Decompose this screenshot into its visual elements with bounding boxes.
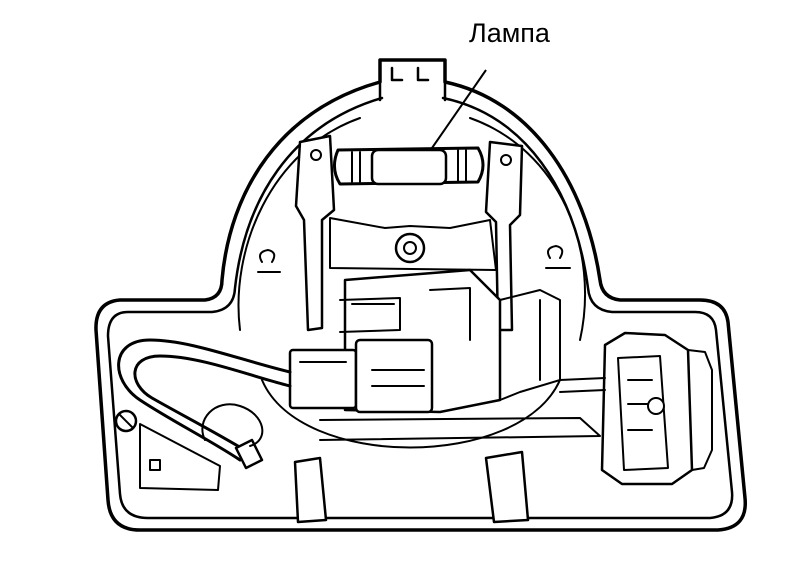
- callout-leader: [431, 69, 487, 149]
- mounting-screw-slot: [118, 413, 134, 429]
- connector-ribs: [299, 361, 425, 387]
- clip-left: [293, 456, 328, 524]
- hook-right: [545, 245, 571, 269]
- central-boss: [394, 232, 426, 264]
- connector-housing: [288, 348, 358, 410]
- lamp-glass: [370, 148, 448, 186]
- hook-left: [257, 249, 281, 273]
- socket-detail: [339, 287, 561, 401]
- callout-label-lamp: Лампа: [469, 18, 550, 48]
- wire-harness-second: [133, 354, 292, 454]
- bracket-plate-left: [139, 423, 221, 491]
- socket-right-tabs: [559, 349, 713, 471]
- socket-right-screw: [647, 397, 665, 415]
- top-tab: [378, 58, 447, 102]
- wire-harness: [117, 338, 292, 462]
- lamp-caps: [351, 149, 467, 183]
- contact-bracket-right: [484, 140, 524, 332]
- bracket-left-hole: [310, 149, 322, 161]
- wire-loop: [201, 403, 264, 447]
- central-plate: [329, 217, 497, 271]
- central-boss-hole: [403, 241, 417, 255]
- contact-bracket-left: [294, 134, 336, 332]
- bracket-right-hole: [500, 154, 512, 166]
- reflector-arc-lower: [261, 379, 561, 449]
- lower-frame: [319, 417, 601, 441]
- connector-plug: [354, 338, 434, 414]
- reflector-ring: [237, 117, 587, 341]
- clip-center: [484, 450, 530, 524]
- wire-end: [234, 438, 264, 470]
- socket-right-inner: [617, 355, 669, 471]
